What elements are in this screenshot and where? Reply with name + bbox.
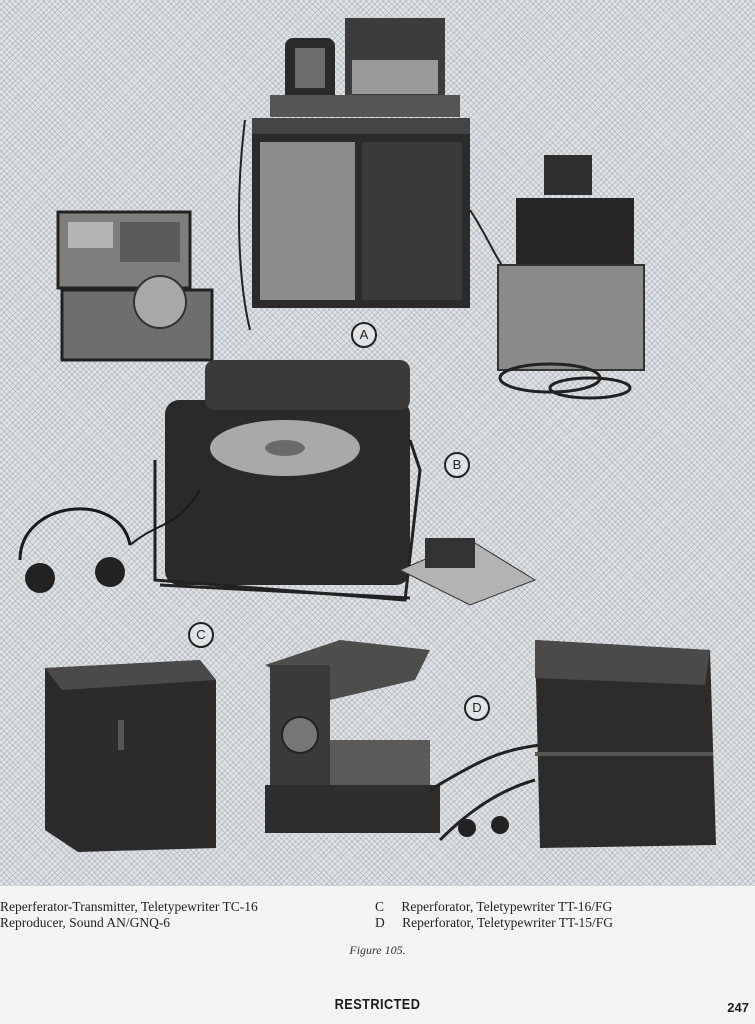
caption-text: Reperforator, Teletypewriter TT-16/FG [401,899,613,914]
restricted-marking: RESTRICTED [334,996,421,1013]
reperforator-cover-box-right-image [535,640,716,848]
caption-text: Reperforator, Teletypewriter TT-15/FG [402,915,613,930]
teletypewriter-cabinet-image [237,18,516,331]
plate-marker-d: D [464,695,490,721]
caption-text: Reperferator-Transmitter, Teletypewriter… [0,899,258,914]
equipment-illustration [18,18,716,852]
plate-marker-b: B [444,452,470,478]
caption-right-d: D Reperforator, Teletypewriter TT-15/FG [375,915,613,931]
page-number: 247 [727,1000,749,1015]
amplifier-unit-image [497,155,645,400]
caption-right-c: C Reperforator, Teletypewriter TT-16/FG [375,899,612,915]
caption-left-2: Reproducer, Sound AN/GNQ-6 [0,915,170,931]
sound-reproducer-image [18,360,537,606]
figure-label: Figure 105. [349,943,406,957]
caption-left-1: Reperferator-Transmitter, Teletypewriter… [0,899,258,915]
plate-marker-a: A [351,322,377,348]
caption-text: Reproducer, Sound AN/GNQ-6 [0,915,171,930]
reperforator-cover-box-image [45,660,216,852]
plate-marker-c: C [188,622,214,648]
reperforator-mechanism-image [265,640,541,842]
open-case-image [56,210,214,362]
caption-code: D [375,915,385,930]
caption-code: C [375,899,385,914]
photo-plate: A B C D [0,0,755,886]
